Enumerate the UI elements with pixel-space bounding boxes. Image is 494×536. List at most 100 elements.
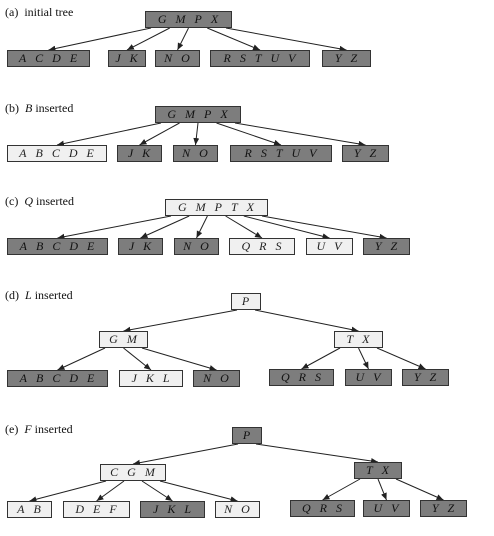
tree-edge xyxy=(139,122,180,146)
node-key: U xyxy=(316,239,327,253)
caption-pre: (b) xyxy=(5,101,25,115)
tree-edge xyxy=(193,122,200,146)
node-key: Q xyxy=(301,501,312,515)
node-key: Z xyxy=(429,370,438,384)
tree-edge xyxy=(48,27,152,52)
panel-caption: (c) Q inserted xyxy=(5,194,74,209)
node-key: Z xyxy=(350,51,359,65)
node-key: B xyxy=(33,502,42,516)
tree-edge xyxy=(234,122,366,147)
tree-edge xyxy=(177,27,189,51)
node-key: M xyxy=(184,107,196,121)
node-key: A xyxy=(19,239,28,253)
node-key: S xyxy=(239,51,247,65)
panel-caption: (e) F inserted xyxy=(5,422,73,437)
node-key: J xyxy=(115,51,122,65)
node-key: P xyxy=(242,428,252,442)
node-key: R xyxy=(319,501,328,515)
node-key: C xyxy=(35,51,45,65)
tree-edge xyxy=(56,122,162,147)
node-key: E xyxy=(69,51,79,65)
node-key: V xyxy=(334,239,343,253)
node-key: X xyxy=(362,332,371,346)
tree-edge xyxy=(225,215,263,239)
node-key: D xyxy=(68,146,79,160)
caption-pre: (c) xyxy=(5,194,25,208)
node-key: Y xyxy=(431,501,440,515)
node-key: R xyxy=(298,370,307,384)
node-key: M xyxy=(144,465,156,479)
node-key: C xyxy=(110,465,120,479)
node-key: D xyxy=(52,51,62,65)
node-key: D xyxy=(75,502,85,516)
node-key: S xyxy=(260,146,268,160)
node-key: V xyxy=(373,370,382,384)
tree-edge xyxy=(140,215,190,239)
node-key: U xyxy=(373,501,384,515)
node-key: Y xyxy=(334,51,343,65)
node-key: T xyxy=(346,332,355,346)
caption-pre: (a) xyxy=(5,5,25,19)
node-key: E xyxy=(92,502,102,516)
node-key: O xyxy=(241,502,251,516)
tree-edge xyxy=(141,480,173,502)
tree-edge xyxy=(196,215,208,239)
node-key: Y xyxy=(413,370,422,384)
tree-edge xyxy=(123,309,238,333)
node-key: Z xyxy=(390,239,399,253)
caption-pre: (e) xyxy=(5,422,25,436)
caption-post: inserted xyxy=(32,101,74,115)
node-key: P xyxy=(194,12,203,26)
node-key: D xyxy=(69,239,80,253)
node-key: J xyxy=(152,502,160,516)
node-key: M xyxy=(126,332,138,346)
node-key: Z xyxy=(447,501,456,515)
caption-key: F xyxy=(24,422,32,436)
tree-edge xyxy=(261,215,387,240)
node-key: R xyxy=(259,239,268,253)
node-key: J xyxy=(131,371,138,385)
node-key: O xyxy=(220,371,230,385)
node-key: K xyxy=(143,239,153,253)
node-key: B xyxy=(35,371,45,385)
tree-edge xyxy=(159,480,238,503)
node-key: B xyxy=(35,239,45,253)
node-key: G xyxy=(109,332,119,346)
node-key: N xyxy=(224,502,234,516)
tree-edge xyxy=(322,478,361,501)
node-key: X xyxy=(381,463,391,477)
node-key: T xyxy=(254,51,263,65)
panel-caption: (b) B inserted xyxy=(5,101,73,116)
tree-edge xyxy=(395,478,444,501)
node-key: G xyxy=(167,107,177,121)
node-key: G xyxy=(157,12,168,26)
node-key: G xyxy=(127,465,137,479)
node-key: Q xyxy=(241,239,252,253)
node-key: S xyxy=(275,239,283,253)
tree-edge xyxy=(358,347,369,370)
tree-edge xyxy=(57,347,106,371)
node-key: V xyxy=(391,501,400,515)
node-key: J xyxy=(127,146,135,160)
node-key: G xyxy=(177,200,188,214)
node-key: R xyxy=(223,51,232,65)
node-key: U xyxy=(355,370,366,384)
node-key: P xyxy=(214,200,223,214)
node-key: V xyxy=(288,51,297,65)
node-key: C xyxy=(52,239,62,253)
tree-edge xyxy=(301,347,341,370)
